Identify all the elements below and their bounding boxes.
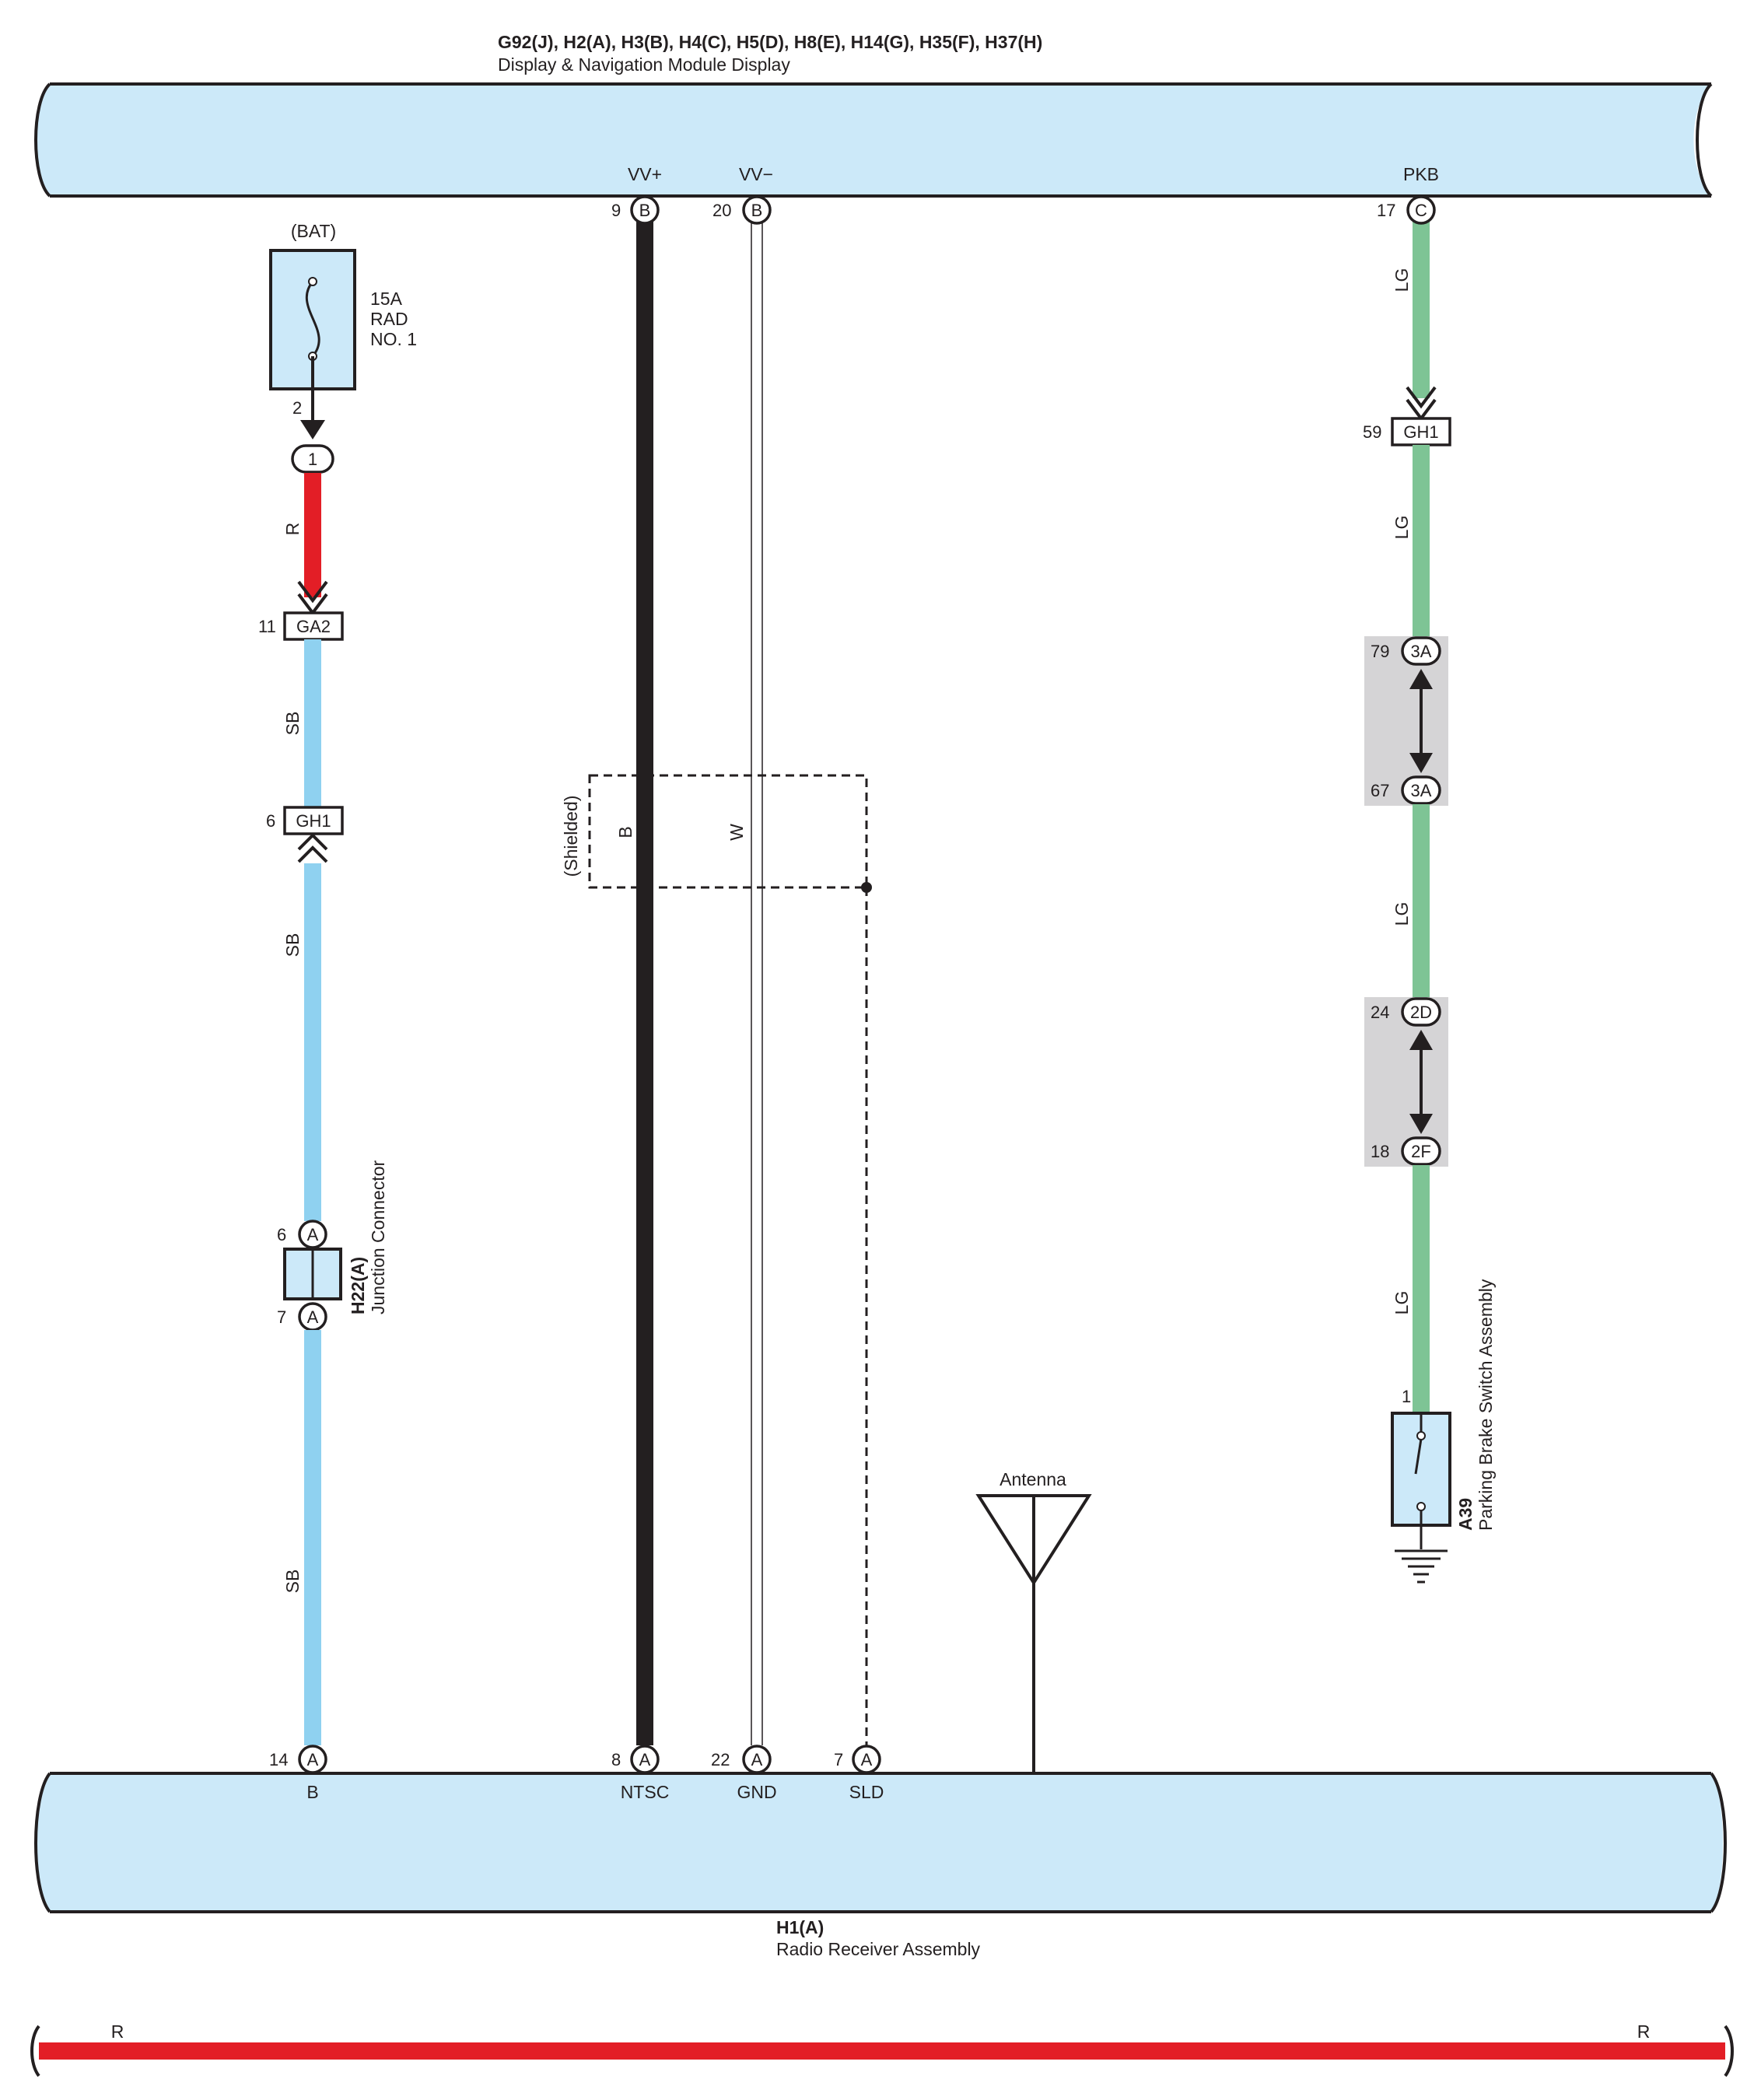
connector-ga2-label: GA2 <box>296 617 331 636</box>
terminal-pkb-name: PKB <box>1403 164 1439 184</box>
terminal-ntsc-name: NTSC <box>621 1782 670 1802</box>
wire-label-lg-3: LG <box>1392 902 1412 926</box>
terminal-sld-name: SLD <box>849 1782 884 1802</box>
terminal-gnd-connector: A <box>751 1750 763 1769</box>
terminal-vv-minus <box>742 195 772 225</box>
junction-3a-top-label: 3A <box>1411 642 1432 661</box>
terminal-gnd-pin: 22 <box>711 1750 730 1769</box>
junction-connector-h22 <box>283 1220 342 1332</box>
connector-gh1-right-pin: 59 <box>1363 422 1381 442</box>
wire-label-sb-3: SB <box>282 1570 303 1594</box>
terminal-ntsc-pin: 8 <box>611 1750 621 1769</box>
shield-box <box>588 774 872 1745</box>
terminal-b-pin: 14 <box>269 1750 288 1769</box>
top-module-name: Display & Navigation Module Display <box>498 54 790 75</box>
connector-gh1-left-pin: 6 <box>266 811 275 831</box>
wire-label-sb-2: SB <box>282 933 303 957</box>
shield-wire1-label: B <box>615 826 635 838</box>
parking-brake-pin: 1 <box>1402 1387 1411 1406</box>
terminal-gnd-name: GND <box>737 1782 776 1802</box>
junction-2d-label: 2D <box>1410 1003 1432 1022</box>
terminal-vv-plus-pin: 9 <box>611 201 621 220</box>
wire-label-lg-1: LG <box>1392 268 1412 292</box>
terminal-ntsc <box>630 1745 660 1774</box>
wire-label-lg-2: LG <box>1392 516 1412 540</box>
junction-3a-bottom-label: 3A <box>1411 781 1432 800</box>
connector-gh1-left <box>283 806 344 863</box>
terminal-b-name: B <box>306 1782 318 1802</box>
fuse-name-line2: NO. 1 <box>370 329 417 349</box>
terminal-gnd <box>742 1745 772 1774</box>
terminal-vv-plus <box>630 195 660 225</box>
junction-2f-label: 2F <box>1411 1142 1431 1161</box>
junction-block-2d-2f <box>1364 997 1448 1167</box>
radio-receiver-module <box>34 1772 1727 1913</box>
fuse-out-pin: 2 <box>292 398 302 418</box>
junction-3a-bottom-pin: 67 <box>1371 781 1389 800</box>
fuse-15a-rad-no1 <box>269 249 356 439</box>
wire-w-gnd <box>751 222 763 1745</box>
bottom-module-connector: H1(A) <box>776 1917 824 1937</box>
antenna-label: Antenna <box>1000 1469 1066 1489</box>
terminal-pkb-pin: 17 <box>1377 201 1395 220</box>
shield-wire2-label: W <box>726 824 747 841</box>
parking-brake-switch <box>1391 1412 1451 1549</box>
h22-pin-top: 6 <box>277 1225 286 1244</box>
fuse-source-label: (BAT) <box>291 221 336 241</box>
terminal-ntsc-connector: A <box>639 1750 651 1769</box>
junction-3a-top-pin: 79 <box>1371 642 1389 661</box>
bottom-red-bus <box>30 2025 1734 2077</box>
junction-1-label: 1 <box>308 450 317 469</box>
terminal-vv-minus-pin: 20 <box>712 201 731 220</box>
terminal-pkb-connector: C <box>1415 201 1427 220</box>
terminal-vv-plus-connector: B <box>639 201 651 220</box>
junction-2d-pin: 24 <box>1371 1003 1389 1022</box>
connector-gh1-right-label: GH1 <box>1403 422 1438 442</box>
h22-id: H22(A) <box>348 1257 368 1314</box>
terminal-sld-pin: 7 <box>834 1750 843 1769</box>
connector-ga2-pin: 11 <box>258 617 276 636</box>
wire-label-lg-4: LG <box>1392 1291 1412 1315</box>
shield-label: (Shielded) <box>561 796 581 877</box>
antenna-icon <box>975 1494 1092 1773</box>
bottom-module-name: Radio Receiver Assembly <box>776 1939 981 1959</box>
h22-name: Junction Connector <box>368 1160 388 1314</box>
bottom-bus-label-left: R <box>111 2021 124 2042</box>
h22-pin-bottom-connector: A <box>307 1307 319 1327</box>
terminal-vv-minus-connector: B <box>751 201 763 220</box>
junction-block-3a <box>1364 636 1448 806</box>
parking-brake-id: A39 <box>1455 1498 1476 1531</box>
terminal-vv-minus-name: VV− <box>739 164 773 184</box>
terminal-b-connector: A <box>307 1750 319 1769</box>
junction-2f-pin: 18 <box>1371 1142 1389 1161</box>
fuse-rating: 15A <box>370 289 403 309</box>
ground-icon <box>1395 1549 1448 1584</box>
terminal-vv-plus-name: VV+ <box>628 164 662 184</box>
top-module-connectors: G92(J), H2(A), H3(B), H4(C), H5(D), H8(E… <box>498 32 1042 52</box>
h22-pin-top-connector: A <box>307 1225 319 1244</box>
terminal-sld-connector: A <box>861 1750 873 1769</box>
junction-1 <box>291 444 334 474</box>
terminal-pkb <box>1406 195 1436 225</box>
wire-label-sb-1: SB <box>282 712 303 736</box>
display-navigation-module <box>34 82 1713 198</box>
connector-gh1-right <box>1391 417 1451 446</box>
bottom-bus-label-right: R <box>1637 2021 1651 2042</box>
terminal-sld <box>852 1745 881 1774</box>
wire-label-r: R <box>282 523 303 536</box>
terminal-b <box>298 1745 327 1774</box>
h22-pin-bottom: 7 <box>277 1307 286 1327</box>
fuse-name-line1: RAD <box>370 309 408 329</box>
parking-brake-name: Parking Brake Switch Assembly <box>1476 1279 1496 1531</box>
connector-gh1-left-label: GH1 <box>296 811 331 831</box>
